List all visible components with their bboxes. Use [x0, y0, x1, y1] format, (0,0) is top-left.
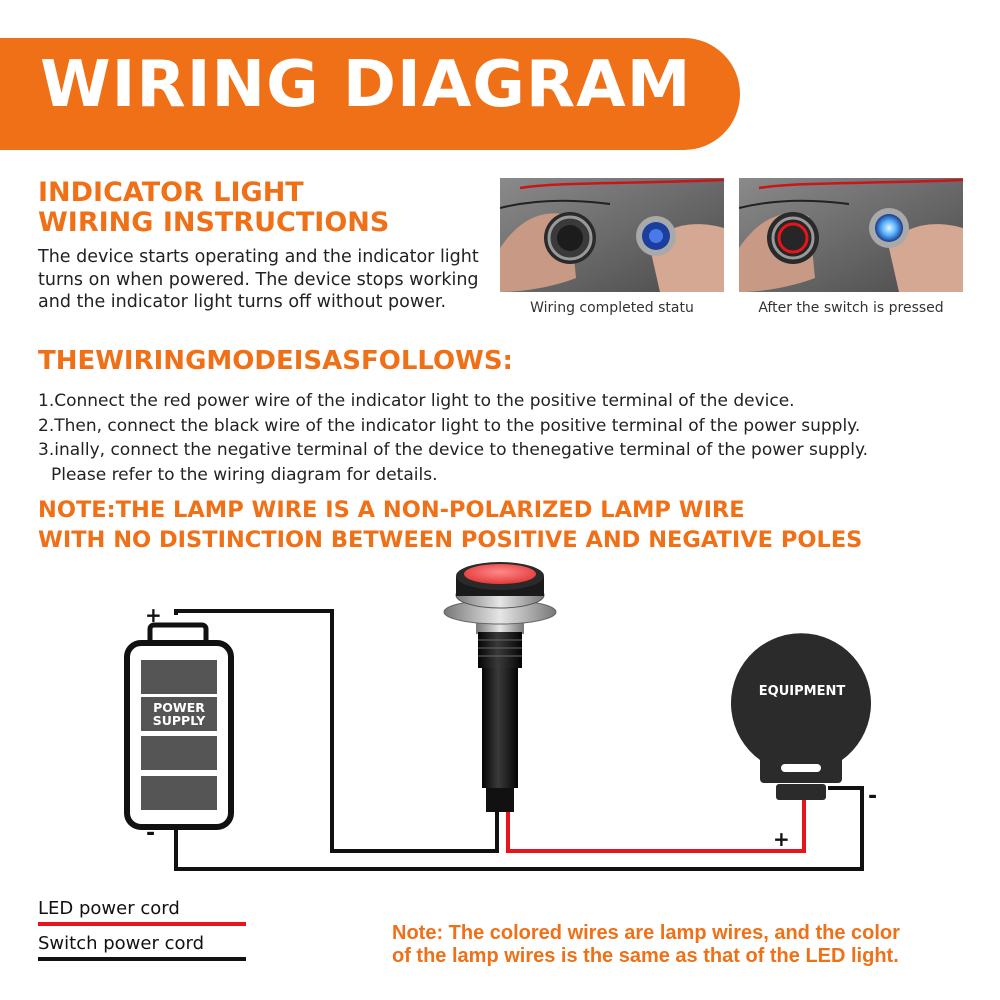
battery-power-supply: [124, 622, 234, 830]
wiring-mode-title: THEWIRINGMODEISASFOLLOWS:: [38, 346, 513, 376]
equipment-device: [730, 633, 872, 800]
legend-switch-label: Switch power cord: [38, 933, 205, 954]
step-2: 2.Then, connect the black wire of the in…: [38, 415, 861, 436]
photo-switch-pressed: [739, 178, 963, 292]
title-banner: [0, 38, 740, 150]
polarity-note: NOTE:THE LAMP WIRE IS A NON-POLARIZED LA…: [38, 495, 862, 555]
caption-switch-pressed: After the switch is pressed: [758, 300, 944, 316]
legend-switch-line: [38, 957, 246, 961]
battery-label-power: POWER: [153, 700, 205, 715]
step-3: 3.inally, connect the negative terminal …: [38, 440, 868, 460]
battery-label-supply: SUPPLY: [153, 713, 206, 728]
equipment-plus-sign: +: [773, 827, 790, 851]
photo-wiring-completed: [500, 178, 724, 292]
polarity-note-line1: NOTE:THE LAMP WIRE IS A NON-POLARIZED LA…: [38, 497, 745, 523]
intro-title-line1: INDICATOR LIGHT: [38, 177, 304, 208]
legend-led-label: LED power cord: [38, 898, 180, 919]
lamp-wire-color-note-line2: of the lamp wires is the same as that of…: [392, 945, 899, 967]
equipment-label: EQUIPMENT: [759, 684, 846, 699]
battery-plus-sign: +: [145, 603, 162, 627]
battery-minus-sign: -: [146, 821, 155, 846]
black-wire: [174, 609, 864, 871]
intro-description: The device starts operating and the indi…: [38, 247, 479, 312]
indicator-lamp: [443, 562, 557, 812]
step-1: 1.Connect the red power wire of the indi…: [38, 391, 795, 411]
page-title: WIRING DIAGRAM: [40, 48, 692, 122]
wiring-steps: 1.Connect the red power wire of the indi…: [38, 389, 868, 487]
red-wire: [506, 800, 806, 853]
lamp-wire-color-note: Note: The colored wires are lamp wires, …: [392, 922, 900, 968]
equipment-minus-sign: -: [868, 784, 877, 809]
wiring-diagram: POWER SUPPLY + - EQUIPMENT + -: [124, 562, 877, 871]
intro-title-line2: WIRING INSTRUCTIONS: [38, 207, 390, 238]
intro-title: INDICATOR LIGHT WIRING INSTRUCTIONS: [38, 178, 389, 238]
step-3-continued: Please refer to the wiring diagram for d…: [51, 464, 438, 485]
lamp-wire-color-note-line1: Note: The colored wires are lamp wires, …: [392, 922, 900, 944]
caption-wiring-completed: Wiring completed statu: [530, 300, 694, 316]
polarity-note-line2: WITH NO DISTINCTION BETWEEN POSITIVE AND…: [38, 527, 863, 553]
legend-led-line: [38, 922, 246, 926]
